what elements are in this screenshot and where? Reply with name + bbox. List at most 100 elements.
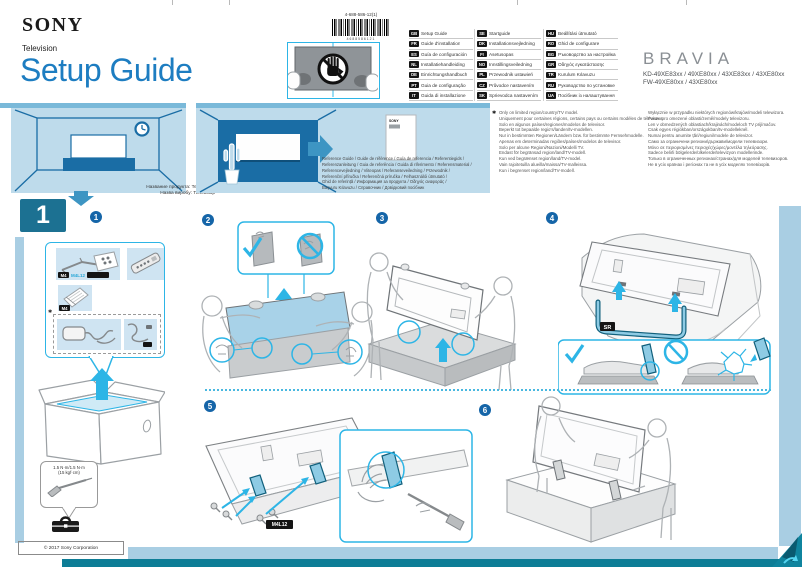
carton-box-illustration	[38, 368, 165, 465]
reference-line: Referenzanleitung / Guia de referência /…	[322, 161, 472, 167]
language-label: Guide d'installation	[421, 41, 461, 47]
stand-foot	[608, 479, 622, 501]
crop-mark	[686, 0, 687, 5]
language-label: Посібник із налаштування	[558, 92, 615, 98]
step-4-attach-stand-illustration: SR	[558, 233, 771, 395]
language-label: Руководство по установке	[558, 82, 615, 88]
left-accent-bar	[15, 237, 24, 543]
template-sheet-art	[63, 287, 89, 308]
grip-highlight-circle	[451, 332, 475, 356]
product-name-note: Название продукта: Телевизор Назва вироб…	[103, 185, 215, 197]
footnote-line: Beperkt tot bepaalde regio's/landen/tv-m…	[499, 127, 594, 133]
wall-tv	[236, 134, 300, 161]
stand-blade-correct	[641, 343, 657, 375]
footnote-line: Само за ограничени региони/държави/модел…	[648, 138, 769, 144]
check-icon	[564, 344, 585, 364]
bottom-accent-bar	[128, 547, 778, 559]
language-code-badge: FI	[477, 50, 487, 58]
language-label: Asetusopas	[489, 51, 514, 57]
footnote-line: Pouze pro omezené oblasti/země/modely te…	[648, 115, 750, 121]
optional-parts-box	[53, 314, 161, 354]
footnote-line: Len v obmedzených oblastiach/krajinách/m…	[648, 121, 777, 127]
language-label: Sprievodca nastavením	[489, 92, 538, 98]
arrow-down-icon	[68, 191, 94, 206]
grip-callout	[237, 221, 335, 298]
footnote-line: Solo per alcune Regioni/Nazioni/Modelli …	[499, 144, 585, 150]
arrow-up-icon	[90, 368, 114, 400]
footnote-line: Только в ограниченных регионах/странах/д…	[648, 156, 789, 161]
prohibition-hand-icon	[317, 53, 349, 85]
language-code-badge: IT	[409, 92, 419, 99]
carton-base	[227, 327, 351, 379]
no-touch-illustration	[286, 42, 380, 99]
section-number: 1	[36, 201, 50, 229]
footnote-line: Wyłącznie w przypadku niektórych regionó…	[648, 110, 785, 115]
language-label: Průvodce nastavením	[489, 82, 535, 88]
cable-badge	[143, 342, 152, 347]
language-code-badge: PT	[409, 81, 419, 89]
language-code-badge: SK	[477, 92, 487, 99]
language-code-badge: GR	[546, 61, 556, 68]
cable-art	[127, 323, 152, 343]
language-code-badge: CZ	[477, 81, 487, 89]
box-opening	[56, 394, 148, 412]
footnote-marker: ✱	[492, 110, 497, 116]
stand-orientation-callout	[558, 337, 771, 395]
torque-value-alt: (15 kgf·cm)	[58, 470, 80, 476]
wall-mount-room-illustration: SONY	[196, 108, 490, 193]
step-6-badge: 6	[479, 404, 491, 416]
step-5-fix-screws-illustration	[205, 417, 473, 543]
language-code-badge: DK	[477, 40, 487, 48]
check-icon	[242, 237, 263, 258]
step-4-badge: 4	[546, 212, 558, 224]
tv-back	[386, 265, 484, 341]
language-label: Installatiehandleiding	[421, 62, 465, 68]
reference-guide-titles: Reference Guide / Guide de référence / G…	[322, 156, 492, 191]
screw-size-badge: M4	[58, 272, 69, 278]
language-label: Setup Guide	[421, 31, 448, 37]
step-1-badge: 1	[90, 211, 102, 223]
tv-screen	[70, 134, 127, 159]
stand-blade	[381, 451, 403, 489]
ac-adapter-tile	[57, 319, 121, 350]
part-number: 4-688-586-12(1)	[344, 12, 378, 17]
language-code-badge: ES	[409, 50, 419, 58]
model-line-1: KD-49XE83xx / 49XE80xx / 43XE83xx / 43XE…	[643, 71, 785, 78]
right-accent-bar	[779, 206, 801, 546]
torque-value: 1.5 N·m/1.5 N·m	[53, 465, 85, 470]
product-type-label: Television	[22, 44, 58, 53]
crop-mark	[517, 0, 518, 5]
screwing-zoom-callout	[339, 429, 473, 543]
barcode	[332, 19, 390, 36]
stand-blade	[309, 462, 327, 485]
step-row-separator	[205, 389, 771, 391]
grip-highlight-circle	[397, 320, 421, 344]
language-code-badge: FR	[409, 40, 419, 48]
language-label: Guía de configuración	[421, 51, 467, 57]
language-label: Innstillingsveiledning	[489, 62, 532, 68]
screw-type-label: M4L12	[71, 272, 86, 278]
footnote-line: Kun ved begrænset region/land/TV-model.	[499, 156, 582, 161]
language-label: Przewodnik ustawień	[489, 72, 534, 78]
footnote-line: Nur in bestimmten Regionen/Ländern bzw. …	[499, 133, 644, 138]
footnote-line: Apenas em determinadas regiões/países/mo…	[499, 138, 622, 144]
footnote-line: Sadece belirli bölgelerde/ülkelerde/tele…	[648, 150, 764, 156]
template-sheet-tile	[58, 285, 92, 311]
language-code-badge: HU	[546, 30, 556, 37]
step-2-badge: 2	[202, 214, 214, 226]
header-rule	[0, 103, 186, 108]
footnote-line: Kun i begrenset region/land/TV-modell.	[499, 167, 575, 173]
bravia-logo: BRAVIA	[643, 49, 735, 68]
model-line-2: FW-49XE80xx / 43XE80xx	[643, 78, 718, 86]
arrow-right-icon	[308, 135, 333, 163]
